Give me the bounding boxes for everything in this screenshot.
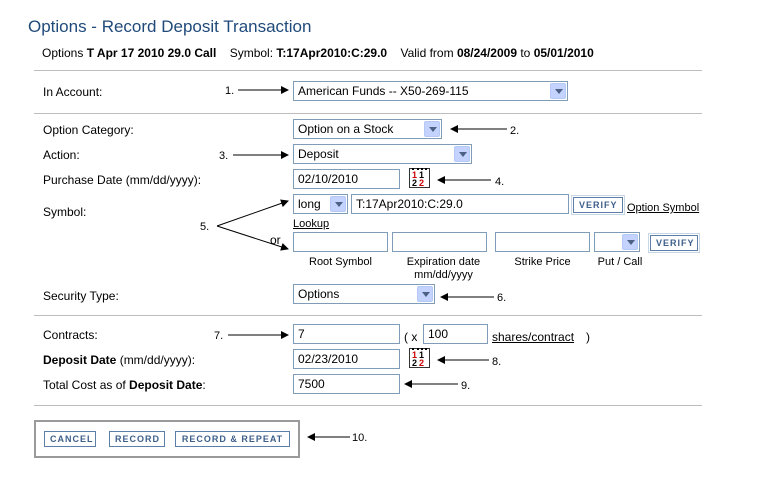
purchase-date-label: Purchase Date (mm/dd/yyyy): (43, 173, 202, 187)
annotation-8: 8. (492, 356, 502, 368)
put-call-select[interactable] (594, 232, 640, 252)
put-call-caption: Put / Call (597, 256, 643, 268)
strike-price-input[interactable] (495, 232, 590, 252)
account-label: In Account: (43, 85, 103, 99)
or-label: or (270, 233, 281, 247)
multiplier-open: ( x (404, 330, 418, 344)
valid-from-date: 08/24/2009 (456, 46, 517, 60)
security-type-select[interactable]: Options (293, 284, 435, 304)
annotation-7: 7. (214, 330, 224, 342)
button-group-box (34, 420, 300, 458)
security-type-value: Options (298, 287, 340, 301)
chevron-down-icon (622, 234, 638, 250)
root-symbol-caption: Root Symbol (309, 256, 372, 268)
symbol-label: Symbol: (43, 205, 87, 219)
chevron-down-icon (417, 286, 433, 302)
annotation-2: 2. (510, 125, 520, 137)
option-symbol-link[interactable]: Option Symbol (627, 202, 700, 214)
annotation-1: 1. (225, 85, 235, 97)
shares-contract-link[interactable]: shares/contract (492, 330, 575, 344)
action-label: Action: (43, 148, 80, 162)
purchase-date-input[interactable]: 02/10/2010 (293, 169, 400, 189)
annotation-5: 5. (200, 221, 210, 233)
total-cost-label-post: : (202, 378, 206, 392)
chevron-down-icon (424, 121, 440, 137)
symbol-value: T:17Apr2010:C:29.0 (276, 46, 388, 60)
options-prefix: Options (42, 46, 84, 60)
total-cost-label-bold: Deposit Date (129, 378, 203, 392)
divider (34, 70, 702, 71)
symbol-label: Symbol: (229, 46, 274, 60)
valid-to-date: 05/01/2010 (533, 46, 594, 60)
deposit-date-label: Deposit Date (mm/dd/yyyy): (43, 353, 195, 367)
record-repeat-button[interactable]: RECORD & REPEAT (175, 431, 290, 447)
annotation-4: 4. (495, 176, 505, 188)
total-cost-label-pre: Total Cost as of (43, 378, 130, 392)
deposit-date-label-bold: Deposit Date (43, 353, 117, 367)
to-label: to (520, 46, 531, 60)
annotation-9: 9. (461, 380, 471, 392)
deposit-date-input[interactable]: 02/23/2010 (293, 349, 400, 369)
chevron-down-icon (454, 146, 470, 162)
annotation-10: 10. (352, 432, 368, 444)
annotation-3: 3. (219, 150, 229, 162)
cancel-button[interactable]: CANCEL (44, 431, 96, 447)
page-title: Options - Record Deposit Transaction (28, 17, 312, 36)
option-category-label: Option Category: (43, 123, 134, 137)
deposit-date-label-format: (mm/dd/yyyy): (116, 353, 196, 367)
lookup-link[interactable]: Lookup (293, 218, 330, 230)
position-value: long (298, 197, 321, 211)
action-select[interactable]: Deposit (293, 144, 472, 164)
multiplier-close: ) (586, 330, 590, 344)
option-category-value: Option on a Stock (298, 122, 394, 136)
account-select[interactable]: American Funds -- X50-269-115 (293, 81, 568, 101)
divider (34, 315, 702, 316)
root-symbol-input[interactable] (293, 232, 388, 252)
annotation-6: 6. (497, 292, 507, 304)
strike-price-caption: Strike Price (514, 256, 571, 268)
expiration-caption: Expiration date (406, 256, 481, 268)
divider (34, 113, 702, 114)
position-select[interactable]: long (293, 194, 348, 214)
option-name: T Apr 17 2010 29.0 Call (86, 46, 217, 60)
contracts-label: Contracts: (43, 328, 98, 342)
verify-button-2[interactable]: VERIFY (648, 233, 700, 253)
expiration-date-input[interactable] (392, 232, 487, 252)
security-type-label: Security Type: (43, 289, 119, 303)
account-select-value: American Funds -- X50-269-115 (298, 84, 469, 98)
chevron-down-icon (330, 196, 346, 212)
option-summary: Options T Apr 17 2010 29.0 Call Symbol: … (42, 46, 594, 60)
option-category-select[interactable]: Option on a Stock (293, 119, 442, 139)
chevron-down-icon (550, 83, 566, 99)
verify-button[interactable]: VERIFY (571, 195, 625, 215)
expiration-format-caption: mm/dd/yyyy (414, 269, 473, 281)
shares-per-contract-input[interactable]: 100 (423, 324, 488, 344)
total-cost-input[interactable]: 7500 (293, 374, 400, 394)
contracts-input[interactable]: 7 (293, 324, 400, 344)
record-button[interactable]: RECORD (109, 431, 165, 447)
total-cost-label: Total Cost as of Deposit Date: (43, 378, 206, 392)
valid-from-label: Valid from (400, 46, 454, 60)
divider (34, 405, 702, 406)
action-value: Deposit (298, 147, 339, 161)
symbol-input[interactable]: T:17Apr2010:C:29.0 (351, 194, 569, 214)
